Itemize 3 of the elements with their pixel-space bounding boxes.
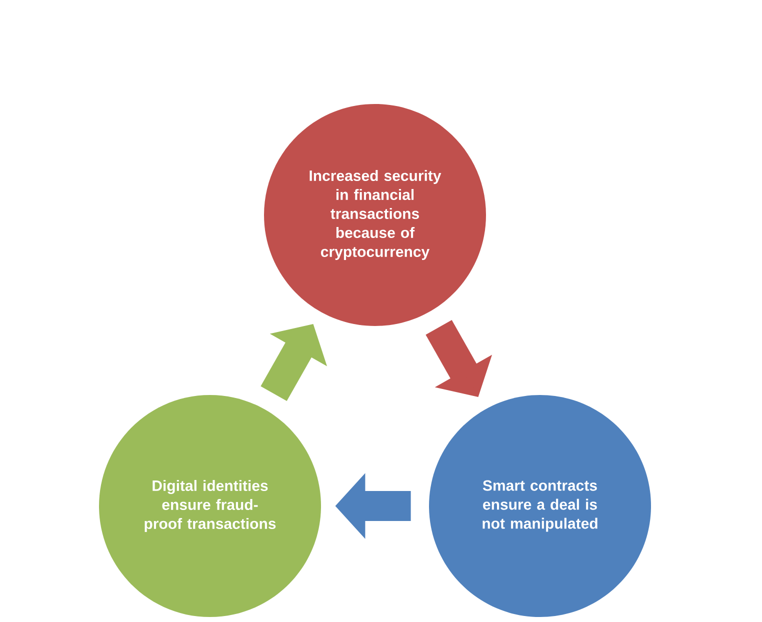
circle-node: Digital identities ensure fraud-proof transactions	[99, 395, 321, 617]
circle-node: Increased security in financial transactions because of cryptocurrency	[264, 104, 486, 326]
circle-node: Smart contracts ensure a deal is not manipulated	[429, 395, 651, 617]
